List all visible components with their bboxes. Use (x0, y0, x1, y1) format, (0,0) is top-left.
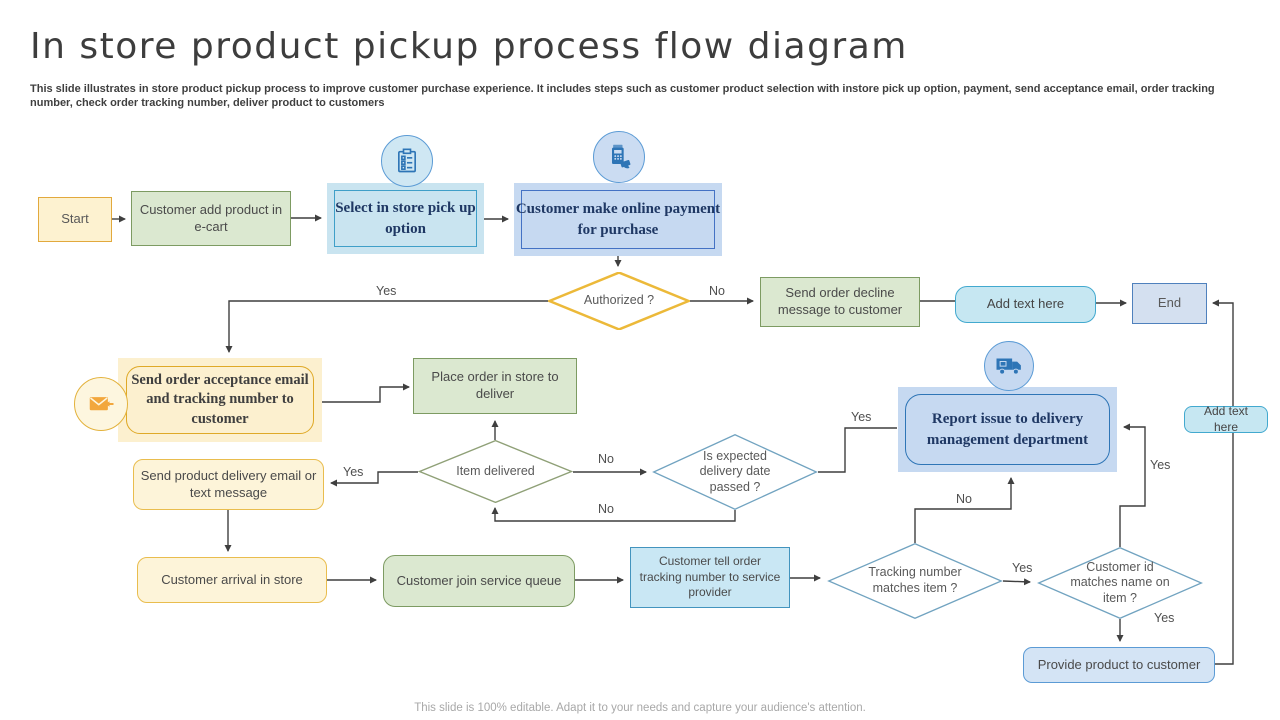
node-add-text-2[interactable]: Add text here (1184, 403, 1268, 434)
label-tracking-match-yes: Yes (1012, 561, 1033, 575)
decision-id-match: Customer id matches name on item ? (1037, 547, 1203, 619)
footer-note: This slide is 100% editable. Adapt it to… (414, 702, 866, 714)
node-acceptance-label: Send order acceptance email and tracking… (131, 371, 309, 427)
node-select-pickup: Select in store pick up option (327, 183, 484, 254)
decision-id-match-label: Customer id matches name on item ? (1070, 559, 1170, 605)
node-place-order: Place order in store to deliver (413, 358, 577, 414)
clipboard-checklist-icon (398, 148, 416, 173)
node-online-payment: Customer make online payment for purchas… (514, 183, 722, 256)
node-place-order-label: Place order in store to deliver (431, 369, 559, 401)
node-send-delivery-msg-label: Send product delivery email or text mess… (140, 467, 317, 500)
edge-tracking-report (914, 477, 1015, 543)
label-item-delivered-yes: Yes (343, 465, 364, 479)
node-provide: Provide product to customer (1023, 647, 1215, 683)
edge-provide-end (1212, 299, 1234, 665)
node-add-text-1-label: Add text here (986, 296, 1065, 312)
label-id-match-yes: Yes (1154, 611, 1175, 625)
edge-idmatch-report (1119, 423, 1146, 547)
edge-tracking-idmatch (1002, 578, 1031, 586)
node-online-payment-label: Customer make online payment for purchas… (515, 201, 721, 238)
node-end-label: End (1157, 295, 1182, 311)
node-acceptance: Send order acceptance email and tracking… (118, 358, 322, 442)
decision-item-delivered: Item delivered (418, 440, 573, 503)
node-add-text-1[interactable]: Add text here (955, 286, 1096, 323)
online-payment-icon-circle (593, 131, 645, 183)
node-send-delivery-msg: Send product delivery email or text mess… (133, 459, 324, 510)
node-queue: Customer join service queue (383, 555, 575, 607)
edge-expected-itemdelivered (491, 507, 736, 522)
decision-tracking-match-shape (827, 543, 1003, 619)
label-item-delivered-no: No (598, 452, 614, 466)
node-report-issue-border (905, 394, 1110, 465)
decision-authorized-label: Authorized ? (583, 293, 655, 308)
node-tell-tracking: Customer tell order tracking number to s… (630, 547, 790, 608)
slide-description: This slide illustrates in store product … (30, 83, 1215, 109)
node-start: Start (38, 197, 112, 242)
delivery-truck-icon (996, 358, 1021, 375)
decision-tracking-match: Tracking number matches item ? (827, 543, 1003, 619)
node-select-pickup-label: Select in store pick up option (335, 200, 476, 237)
decision-tracking-match-label: Tracking number matches item ? (868, 565, 962, 595)
decision-expected-date-label: Is expected delivery date passed ? (699, 448, 771, 494)
report-issue-icon-circle (984, 341, 1034, 391)
edge-acceptance-placeorder (322, 383, 410, 403)
decision-authorized-shape (548, 272, 690, 330)
edge-expected-report (818, 427, 897, 473)
decision-authorized: Authorized ? (548, 272, 690, 330)
email-envelope-icon (89, 397, 114, 411)
decision-expected-date: Is expected delivery date passed ? (652, 434, 818, 510)
node-add-text-2-label: Add text here (1203, 403, 1249, 434)
acceptance-icon-circle (74, 377, 128, 431)
label-authorized-no: No (709, 284, 725, 298)
node-tell-tracking-label: Customer tell order tracking number to s… (639, 554, 781, 600)
node-arrival: Customer arrival in store (137, 557, 327, 603)
decision-expected-date-shape (652, 434, 818, 510)
node-decline-label: Send order decline message to customer (777, 285, 903, 317)
label-expected-date-yes: Yes (851, 410, 872, 424)
node-queue-label: Customer join service queue (396, 572, 562, 588)
node-start-label: Start (61, 211, 89, 227)
label-tracking-match-no: No (956, 492, 972, 506)
select-pickup-icon-circle (381, 135, 433, 187)
label-id-match-up-yes: Yes (1150, 458, 1171, 472)
node-ecart-label: Customer add product in e-cart (139, 201, 283, 234)
edge-itemdelivered-senddelivery (330, 471, 418, 487)
node-arrival-label: Customer arrival in store (161, 571, 303, 587)
node-end: End (1132, 283, 1207, 324)
decision-item-delivered-shape (418, 440, 573, 503)
edge-authorized-acceptance (225, 300, 548, 353)
node-provide-label: Provide product to customer (1037, 656, 1201, 672)
node-decline: Send order decline message to customer (760, 277, 920, 327)
decision-id-match-shape (1037, 547, 1203, 619)
node-ecart: Customer add product in e-cart (131, 191, 291, 246)
label-expected-date-no: No (598, 502, 614, 516)
pos-card-payment-icon (612, 144, 631, 169)
node-select-pickup-border (334, 190, 477, 247)
page-title: In store product pickup process flow dia… (30, 26, 908, 67)
node-report-issue: Report issue to delivery management depa… (898, 387, 1117, 472)
decision-item-delivered-label: Item delivered (456, 463, 535, 478)
node-online-payment-border (521, 190, 715, 249)
label-authorized-yes: Yes (376, 284, 397, 298)
node-report-issue-label: Report issue to delivery management depa… (926, 411, 1089, 448)
